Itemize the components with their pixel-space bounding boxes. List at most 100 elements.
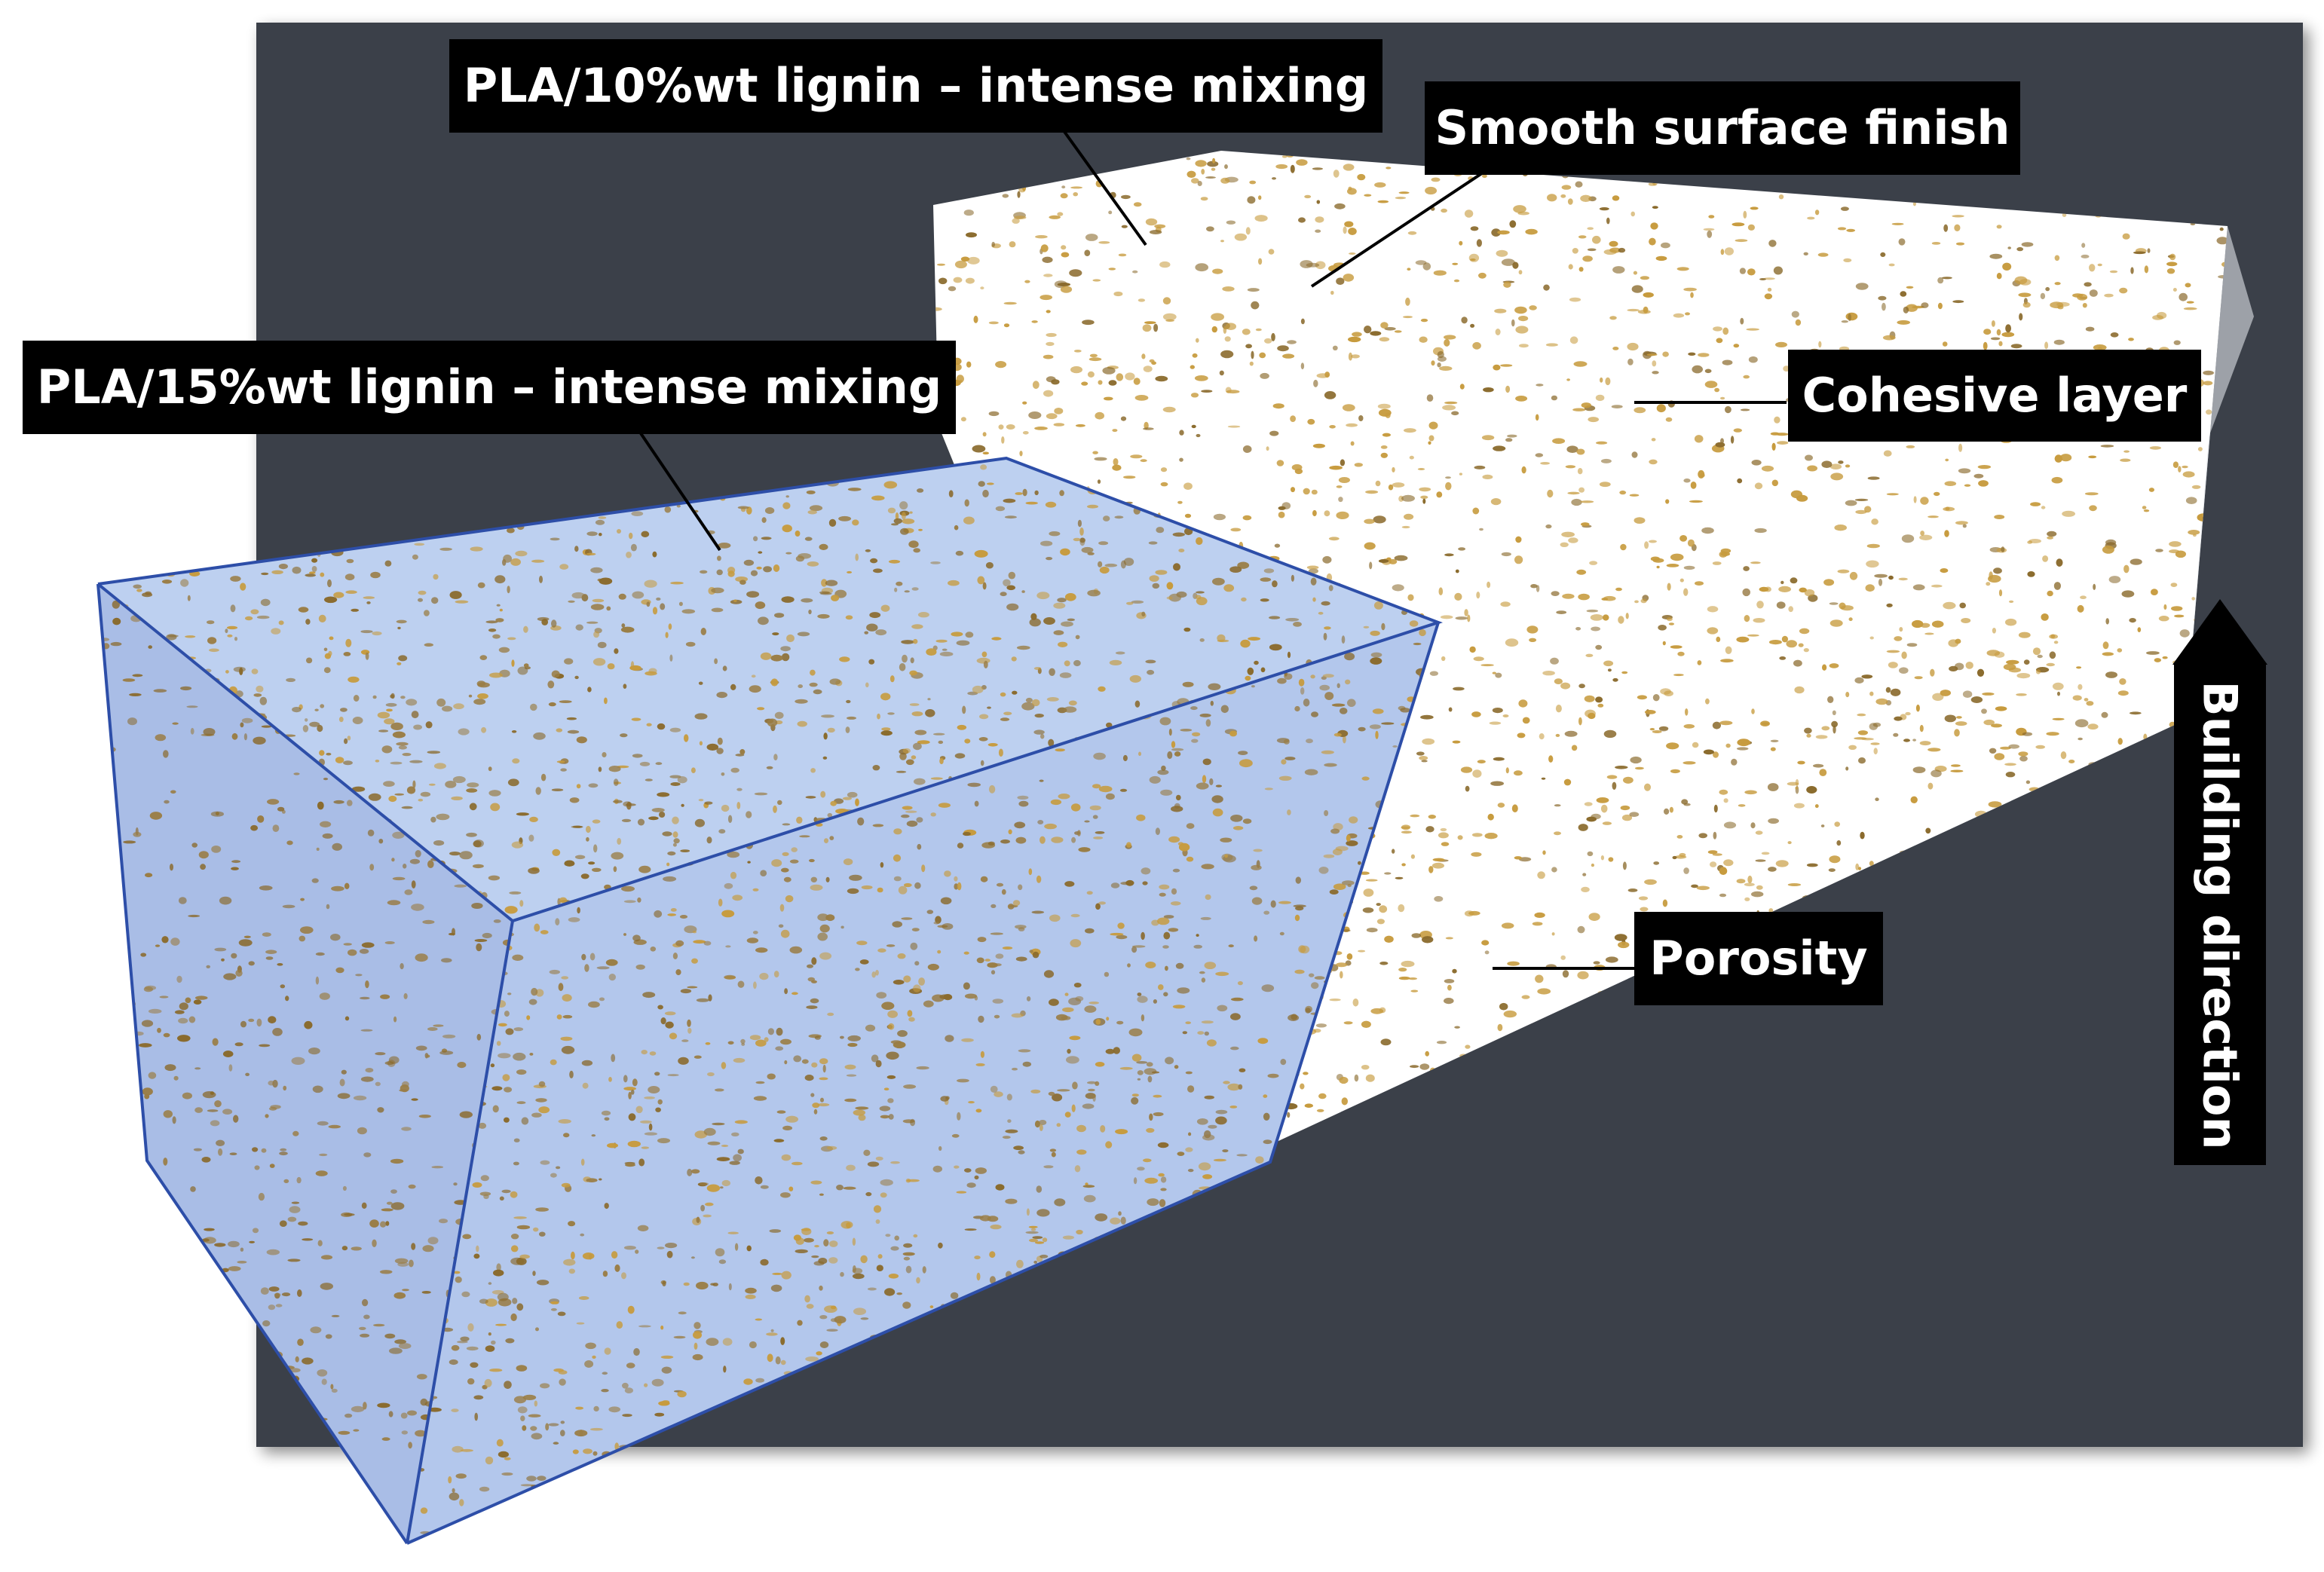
lignin-particle — [1869, 861, 1874, 867]
lignin-particle — [2117, 648, 2123, 653]
lignin-particle — [425, 721, 433, 729]
lignin-particle — [1380, 322, 1389, 329]
lignin-particle — [1924, 632, 1934, 635]
lignin-particle — [175, 509, 182, 518]
lignin-particle — [782, 852, 789, 856]
lignin-particle — [1804, 589, 1815, 597]
lignin-particle — [727, 570, 735, 577]
lignin-particle — [1272, 580, 1278, 588]
lignin-particle — [1290, 415, 1296, 422]
lignin-particle — [344, 738, 348, 745]
lignin-particle — [1903, 739, 1910, 742]
lignin-particle — [1854, 737, 1867, 740]
lignin-particle — [801, 1492, 815, 1499]
lignin-particle — [559, 897, 568, 904]
lignin-particle — [1878, 578, 1883, 586]
lignin-particle — [1732, 222, 1745, 227]
lignin-particle — [749, 1341, 757, 1349]
lignin-particle — [1061, 621, 1073, 627]
lignin-particle — [1343, 226, 1347, 234]
lignin-particle — [1380, 445, 1388, 449]
lignin-particle — [1401, 525, 1410, 529]
lignin-particle — [1736, 879, 1746, 884]
lignin-particle — [1197, 181, 1202, 186]
lignin-particle — [523, 663, 529, 668]
lignin-particle — [1126, 601, 1134, 605]
lignin-particle — [592, 867, 602, 873]
lignin-particle — [1536, 384, 1544, 387]
lignin-particle — [1373, 515, 1386, 524]
lignin-particle — [718, 543, 731, 549]
lignin-particle — [1501, 922, 1514, 929]
lignin-particle — [2054, 282, 2061, 286]
lignin-particle — [757, 707, 765, 711]
lignin-particle — [1058, 641, 1068, 647]
lignin-particle — [918, 528, 923, 531]
lignin-particle — [1955, 521, 1968, 525]
lignin-particle — [1104, 396, 1113, 401]
lignin-particle — [1378, 559, 1389, 563]
lignin-particle — [1867, 476, 1880, 480]
lignin-particle — [1679, 852, 1686, 858]
lignin-particle — [1144, 321, 1156, 324]
lignin-particle — [1962, 524, 1967, 528]
lignin-particle — [1192, 353, 1198, 358]
lignin-particle — [1012, 900, 1021, 906]
lignin-particle — [1237, 561, 1250, 569]
lignin-particle — [1439, 365, 1453, 371]
lignin-particle — [1073, 192, 1078, 197]
lignin-particle — [720, 1186, 724, 1189]
lignin-particle — [1688, 352, 1696, 356]
lignin-particle — [601, 1110, 611, 1116]
lignin-particle — [1108, 210, 1113, 215]
lignin-particle — [1747, 268, 1756, 276]
lignin-particle — [1410, 989, 1419, 992]
lignin-particle — [1405, 297, 1410, 306]
lignin-particle — [1560, 682, 1571, 690]
lignin-particle — [499, 608, 503, 612]
lignin-particle — [1694, 435, 1704, 443]
lignin-particle — [1087, 1081, 1097, 1084]
lignin-particle — [2197, 447, 2203, 451]
lignin-particle — [592, 658, 606, 666]
lignin-particle — [1229, 730, 1237, 737]
lignin-particle — [921, 864, 926, 873]
lignin-particle — [1630, 756, 1642, 764]
lignin-particle — [586, 531, 598, 537]
lignin-particle — [1347, 188, 1357, 195]
lignin-particle — [1568, 537, 1578, 543]
lignin-particle — [1787, 883, 1802, 886]
lignin-particle — [717, 555, 721, 561]
lignin-particle — [1893, 732, 1899, 737]
lignin-particle — [1453, 687, 1465, 691]
lignin-particle — [1046, 341, 1055, 347]
lignin-particle — [1056, 1123, 1061, 1127]
lignin-particle — [1196, 433, 1201, 438]
lignin-particle — [1145, 218, 1158, 226]
lignin-particle — [1206, 226, 1214, 232]
lignin-particle — [556, 760, 565, 763]
lignin-particle — [621, 623, 626, 628]
lignin-particle — [250, 609, 259, 615]
lignin-particle — [170, 484, 176, 491]
lignin-particle — [1061, 252, 1070, 258]
lignin-particle — [699, 741, 703, 746]
lignin-particle — [351, 608, 360, 612]
lignin-particle — [1759, 586, 1769, 592]
lignin-particle — [613, 800, 623, 803]
lignin-particle — [372, 631, 382, 636]
lignin-particle — [2121, 590, 2135, 598]
lignin-particle — [2155, 549, 2163, 552]
lignin-particle — [424, 643, 433, 647]
lignin-particle — [2089, 505, 2097, 512]
lignin-particle — [748, 1463, 761, 1468]
lignin-particle — [2077, 293, 2088, 301]
lignin-particle — [1493, 757, 1505, 761]
lignin-particle — [556, 1014, 562, 1020]
lignin-particle — [496, 1263, 501, 1271]
lignin-particle — [1484, 950, 1490, 955]
lignin-particle — [1002, 194, 1009, 198]
lignin-particle — [1518, 316, 1529, 322]
lignin-particle — [1042, 256, 1053, 263]
lignin-particle — [1213, 513, 1226, 521]
